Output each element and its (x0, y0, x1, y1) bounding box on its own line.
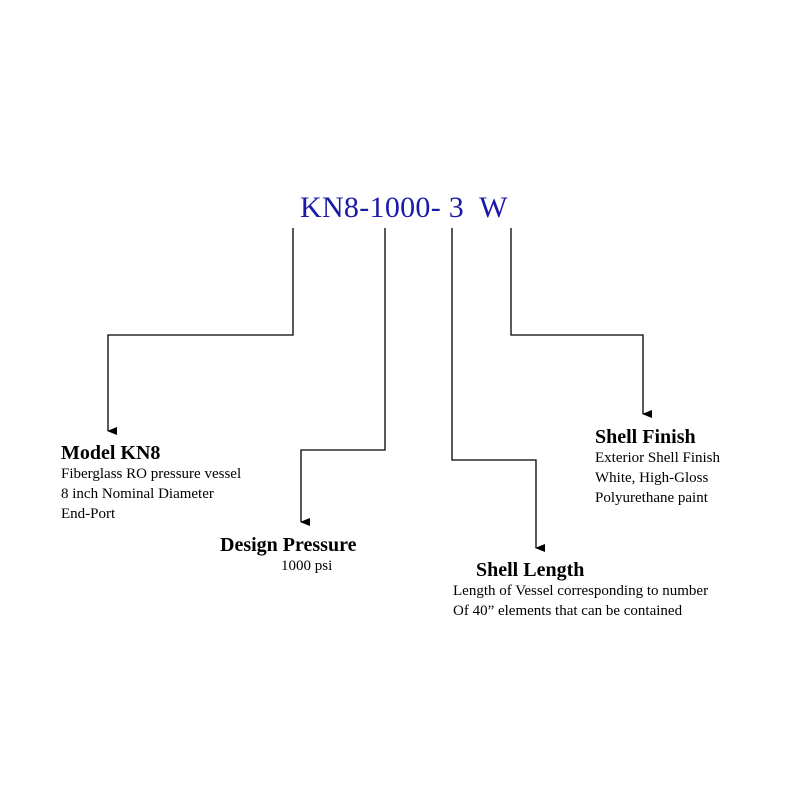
callout-shell-length: Shell Length Length of Vessel correspond… (453, 559, 708, 621)
callout-shell-length-desc: Length of Vessel corresponding to number… (453, 581, 708, 621)
callout-shell-finish-title: Shell Finish (595, 426, 696, 448)
desc-line: Exterior Shell Finish (595, 450, 720, 466)
callout-model-title: Model KN8 (61, 442, 161, 464)
desc-line: End-Port (61, 506, 116, 522)
desc-line: Polyurethane paint (595, 490, 708, 506)
callout-design-pressure-desc: 1000 psi (220, 556, 356, 576)
connector-shell-finish (510, 228, 652, 418)
desc-line: Of 40” elements that can be contained (453, 603, 683, 619)
callout-shell-finish-desc: Exterior Shell Finish White, High-Gloss … (595, 448, 720, 508)
desc-line: Fiberglass RO pressure vessel (61, 466, 242, 482)
callout-design-pressure: Design Pressure 1000 psi (220, 534, 356, 576)
callout-shell-length-title: Shell Length (476, 559, 585, 581)
model-code: KN8-1000- 3 W (300, 191, 508, 224)
callout-design-pressure-title: Design Pressure (220, 534, 357, 556)
callout-model: Model KN8 Fiberglass RO pressure vessel … (61, 442, 241, 524)
desc-line: Length of Vessel corresponding to number (453, 583, 709, 599)
callout-model-desc: Fiberglass RO pressure vessel 8 inch Nom… (61, 464, 241, 524)
connector-shell-length (451, 228, 545, 552)
connector-model (107, 228, 294, 435)
callout-shell-finish: Shell Finish Exterior Shell Finish White… (595, 426, 720, 508)
desc-line: White, High-Gloss (595, 470, 709, 486)
connector-design-pressure (300, 228, 386, 526)
desc-line: 1000 psi (281, 558, 333, 574)
desc-line: 8 inch Nominal Diameter (61, 486, 214, 502)
